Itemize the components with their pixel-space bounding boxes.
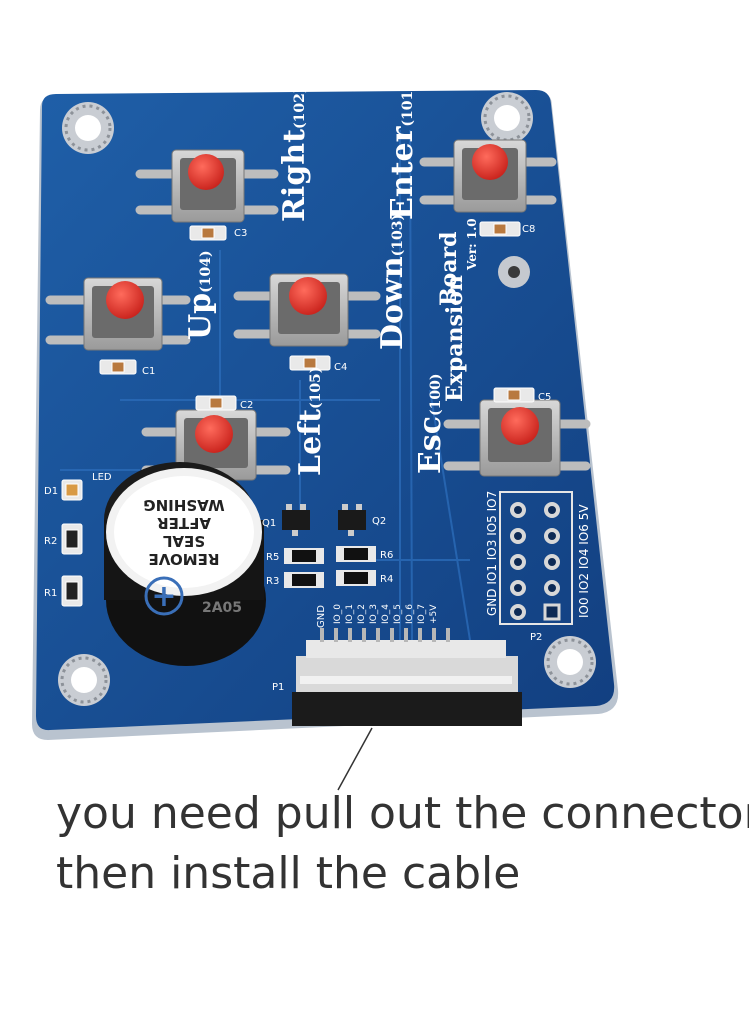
label-down: Down(103) <box>375 214 410 350</box>
label-r4: R4 <box>380 574 393 585</box>
mounting-hole-br <box>544 636 596 688</box>
label-right: Right(102) <box>277 87 312 222</box>
connector-pin-labels: IO_0 IO_1 IO_2 IO_3 IO_4 IO_5 IO_6 IO_7 … <box>333 604 439 624</box>
buzzer-text-4: WASHING <box>143 496 224 514</box>
label-c5: C5 <box>538 392 551 403</box>
smd-caps <box>61 221 535 607</box>
label-p2: P2 <box>530 632 542 643</box>
pin-label-5v: +5V <box>429 604 439 624</box>
label-q2: Q2 <box>372 516 386 527</box>
label-q1: Q1 <box>262 518 276 529</box>
label-header-row2: IO0 IO2 IO4 IO6 5V <box>577 504 591 618</box>
label-c8: C8 <box>522 224 535 235</box>
label-d1: D1 <box>44 486 58 497</box>
buzzer-model: 2A05 <box>202 600 242 616</box>
enter-button[interactable] <box>419 139 557 213</box>
pointer-line <box>337 727 373 791</box>
pcb-traces <box>60 129 471 641</box>
mounting-hole-bl <box>58 654 110 706</box>
label-esc: Esc(100) <box>413 373 448 474</box>
label-gnd: GND <box>316 605 327 628</box>
caption-line-1: you need pull out the connector <box>56 788 749 839</box>
label-r6: R6 <box>380 550 393 561</box>
pin-label-io3: IO_3 <box>369 604 379 624</box>
pin-label-io4: IO_4 <box>381 604 391 624</box>
label-left: Left(105) <box>293 367 328 476</box>
label-version: Ver: 1.0 <box>465 218 479 271</box>
caption-line-2: then install the cable <box>56 848 521 899</box>
pin-label-io2: IO_2 <box>357 604 367 624</box>
label-r3: R3 <box>266 576 279 587</box>
label-led: LED <box>92 472 112 483</box>
pin-header-p2 <box>499 491 573 625</box>
transistor-q1 <box>282 504 310 536</box>
pin-label-io7: IO_7 <box>417 604 427 624</box>
buzzer-text-3: AFTER <box>157 514 211 532</box>
smd-resistors <box>284 546 376 588</box>
mounting-hole-tr <box>481 92 533 144</box>
label-enter: Enter(101) <box>385 84 420 220</box>
label-r1: R1 <box>44 588 57 599</box>
left-button[interactable] <box>141 409 291 481</box>
pin-label-io0: IO_0 <box>333 604 343 624</box>
fpc-connector[interactable] <box>292 628 522 726</box>
label-p1: P1 <box>272 682 284 693</box>
label-r2: R2 <box>44 536 57 547</box>
esc-button[interactable] <box>443 399 591 477</box>
label-up: Up(104) <box>183 250 218 340</box>
transistor-q2 <box>338 504 366 536</box>
plus-icon <box>144 576 184 616</box>
label-c1: C1 <box>142 366 155 377</box>
buzzer-plus: + <box>151 579 176 614</box>
label-header-row1: GND IO1 IO3 IO5 IO7 <box>485 491 499 616</box>
label-c3: C3 <box>234 228 247 239</box>
label-c4: C4 <box>334 362 347 373</box>
up-button[interactable] <box>45 277 191 351</box>
down-button[interactable] <box>233 273 381 347</box>
label-c2: C2 <box>240 400 253 411</box>
pin-label-io5: IO_5 <box>393 604 403 624</box>
pin-label-io1: IO_1 <box>345 604 355 624</box>
pin-label-io6: IO_6 <box>405 604 415 624</box>
buzzer-text-2: SEAL <box>162 532 205 550</box>
label-board: Board <box>436 232 462 307</box>
mounting-hole-tl <box>62 102 114 154</box>
buzzer-text-1: REMOVE <box>149 550 220 568</box>
right-button[interactable] <box>135 149 279 223</box>
label-r5: R5 <box>266 552 279 563</box>
label-expansion: Expansion <box>442 275 468 402</box>
buzzer <box>104 462 266 666</box>
